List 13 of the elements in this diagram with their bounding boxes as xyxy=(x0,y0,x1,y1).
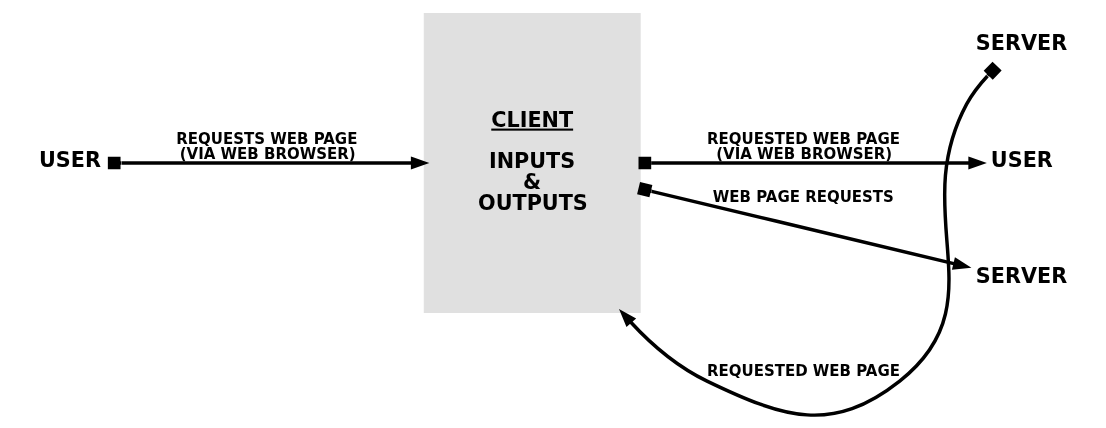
node-text: SERVER xyxy=(975,30,1068,55)
node-box: CLIENT INPUTS & OUTPUTS xyxy=(423,12,641,313)
arrow xyxy=(637,181,972,270)
node-text: USER xyxy=(39,147,101,172)
node-text: USER xyxy=(990,147,1053,172)
edge-label: REQUESTED WEB PAGE (VIA WEB BROWSER) xyxy=(707,129,900,163)
arrow xyxy=(619,61,1002,417)
edge-label: REQUESTED WEB PAGE xyxy=(707,361,900,380)
node-text: SERVER xyxy=(975,263,1068,288)
arrow xyxy=(107,156,430,169)
edge-label: REQUESTS WEB PAGE (VIA WEB BROWSER) xyxy=(176,129,358,163)
arrow xyxy=(638,156,987,169)
edge-label: WEB PAGE REQUESTS xyxy=(712,187,894,206)
